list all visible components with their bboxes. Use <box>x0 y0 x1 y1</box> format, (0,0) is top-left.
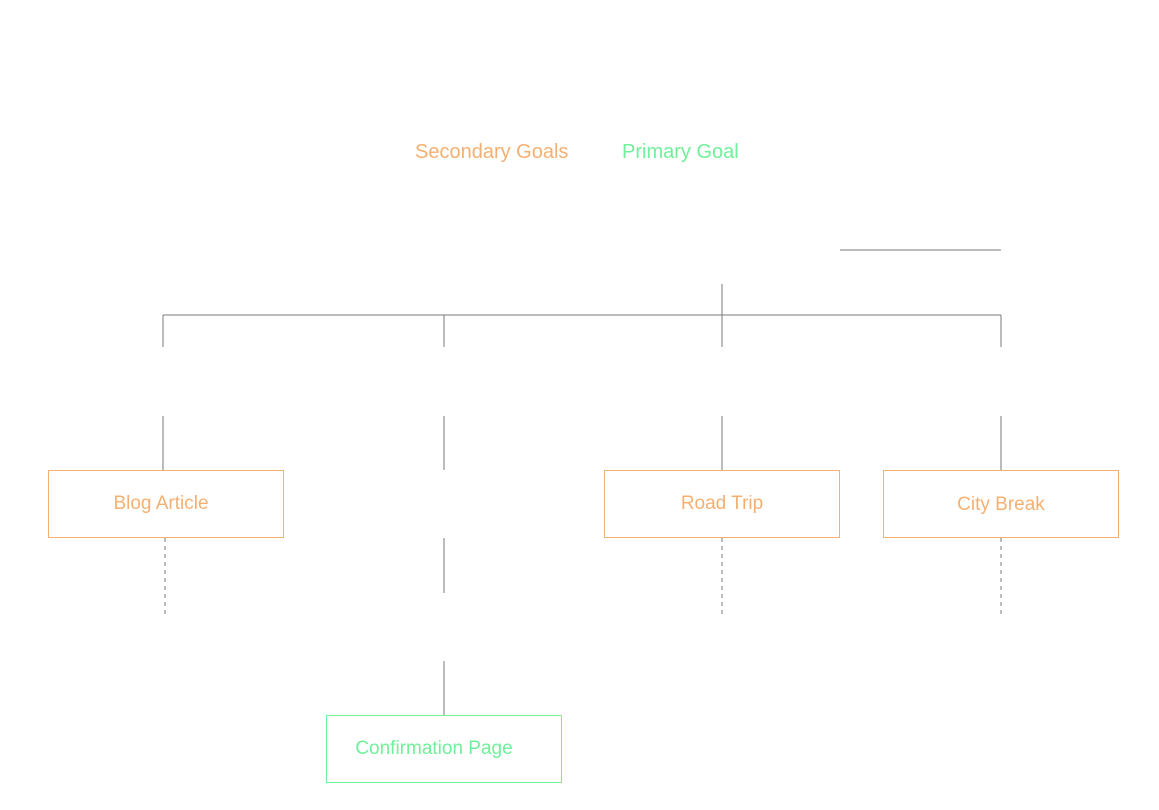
legend-secondary-goals: Secondary Goals <box>415 141 569 163</box>
node-road-trip-label: Road Trip <box>680 493 764 514</box>
node-city-break-label: City Break <box>957 494 1045 515</box>
node-blog-article-label: Blog Article <box>113 493 209 514</box>
node-road-trip[interactable]: Road Trip <box>604 470 840 538</box>
node-city-break[interactable]: City Break <box>883 470 1119 538</box>
node-confirmation-page-label: Confirmation Page <box>355 738 513 759</box>
node-blog-article[interactable]: Blog Article <box>48 470 284 538</box>
node-confirmation-page[interactable]: Confirmation Page <box>326 715 562 783</box>
legend-primary-goal: Primary Goal <box>622 141 739 163</box>
